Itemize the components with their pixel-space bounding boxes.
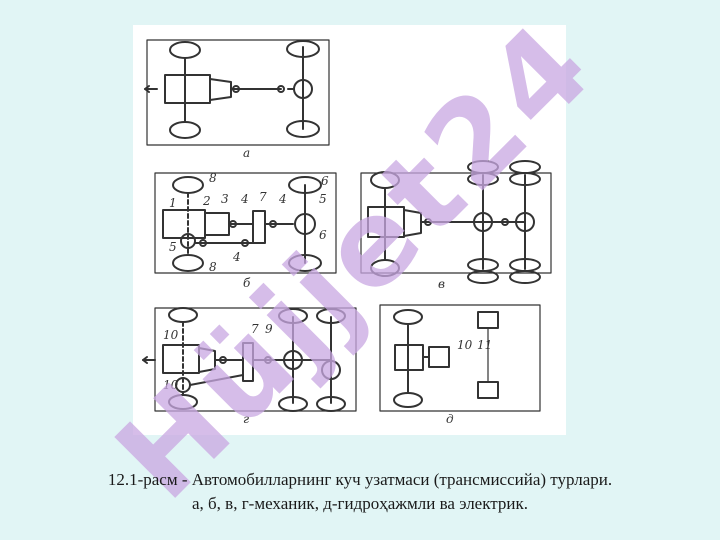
- part-label: 5: [319, 192, 327, 206]
- part-label: 1: [169, 196, 177, 210]
- wheel: [286, 40, 320, 58]
- wheel: [172, 254, 204, 272]
- wheel: [370, 171, 400, 189]
- part-label: 6: [319, 228, 327, 242]
- part-label: 9: [265, 322, 273, 336]
- wheel: [169, 121, 201, 139]
- part-label: 10: [457, 338, 473, 352]
- part-label: 2: [202, 194, 211, 208]
- panel-letter-d: д: [446, 412, 454, 426]
- part-label: 4: [232, 250, 241, 264]
- wheel: [370, 259, 400, 277]
- wheel: [288, 254, 322, 272]
- scheme-g: [142, 307, 357, 412]
- scheme-c: [360, 160, 552, 284]
- wheel: [169, 41, 201, 59]
- scheme-a: [144, 39, 330, 146]
- scheme-d: [379, 304, 541, 412]
- wheel: [288, 176, 322, 194]
- panel-letter-g: г: [243, 412, 249, 426]
- part-label: 10: [163, 378, 179, 392]
- gearbox: [403, 209, 422, 237]
- transfer-case: [180, 233, 196, 249]
- part-label: 6: [321, 174, 329, 188]
- frame: [360, 172, 552, 274]
- joint: [232, 85, 240, 93]
- part-label: 4: [240, 192, 249, 206]
- wheel: [172, 176, 204, 194]
- part-label: 5: [169, 240, 177, 254]
- caption-line-2: а, б, в, г-механик, д-гидроҳажмли ва эле…: [191, 494, 528, 513]
- gearbox: [204, 212, 230, 236]
- part-label: 11: [477, 338, 492, 352]
- frame: [146, 39, 330, 146]
- scheme-b: [154, 172, 337, 274]
- panel-letter-v: в: [438, 277, 445, 291]
- frame: [379, 304, 541, 412]
- part-label: 8: [209, 171, 217, 185]
- panel-letter-b: б: [243, 276, 251, 290]
- transfer-box: [252, 210, 266, 244]
- engine: [164, 74, 211, 104]
- joint: [277, 85, 285, 93]
- part-label: 7: [259, 190, 267, 204]
- engine: [162, 209, 206, 239]
- differential: [294, 213, 316, 235]
- transmission-figure: а б в г д 1 2 3 4 4 7 4 5 6 5 6 8 8 10 1…: [133, 25, 566, 435]
- transmission-diagram: а б в г д 1 2 3 4 4 7 4 5 6 5 6 8 8 10 1…: [142, 39, 552, 426]
- gearbox: [209, 78, 232, 101]
- wheel: [286, 120, 320, 138]
- part-label: 10: [163, 328, 179, 342]
- frame: [154, 172, 337, 274]
- figure-caption: 12.1-расм - Автомобилларнинг куч узатмас…: [0, 468, 720, 516]
- part-label: 8: [209, 260, 217, 274]
- panel-letter-a: а: [243, 146, 250, 160]
- caption-line-1: 12.1-расм - Автомобилларнинг куч узатмас…: [107, 470, 613, 489]
- differential: [293, 79, 313, 99]
- part-label: 4: [278, 192, 287, 206]
- part-label: 3: [221, 192, 229, 206]
- part-label: 7: [251, 322, 259, 336]
